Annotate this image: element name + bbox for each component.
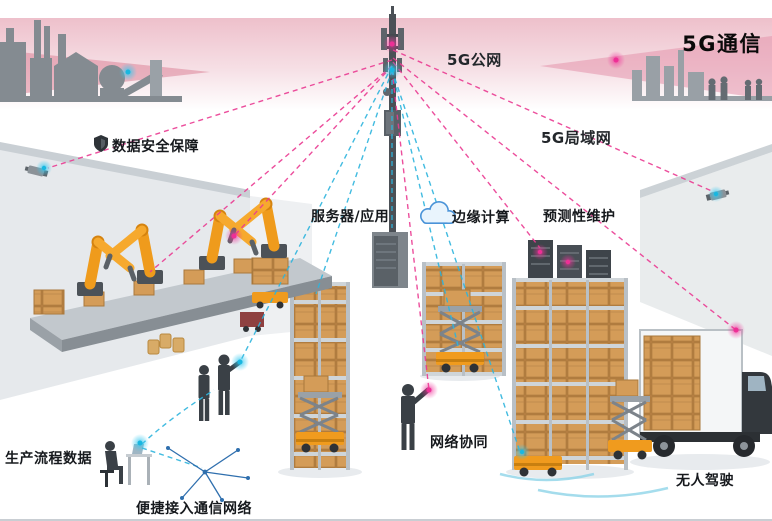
label-edge-computing: 边缘计算 [452,210,510,226]
page-title: 5G通信 [682,32,762,56]
cloud-icon [420,201,456,224]
scissor-lift [608,379,652,460]
pallet-stack [251,257,289,285]
network-node-icon [166,446,250,502]
label-5g-local-network: 5G局域网 [541,129,612,147]
warehouse-shelf-right [512,278,628,470]
scissor-lift [436,289,484,373]
label-autonomous-driving: 无人驾驶 [676,473,734,489]
signal-dot-magenta [225,35,745,399]
worker-silhouette [198,365,210,421]
people-silhouettes-small [708,76,763,100]
network-links [47,49,737,469]
label-predictive-maintenance: 预测性维护 [543,209,616,225]
kegs [147,333,185,355]
label-data-security: 数据安全保障 [112,139,199,155]
motion-paths [499,472,669,498]
city-silhouette-right [632,50,772,101]
worker-silhouette [401,384,431,450]
production-line [30,197,332,355]
server-cabinet [372,232,408,288]
truck [639,329,772,457]
label-easy-network-access: 便捷接入通信网络 [136,501,252,517]
signal-dot-cyan [36,61,724,460]
scissor-lift [296,375,344,453]
office-worker [100,441,152,487]
label-network-collaboration: 网络协同 [430,435,488,451]
tool-cart [240,312,264,332]
small-agv [252,292,288,309]
factory-silhouette-left [0,20,182,102]
label-production-process-data: 生产流程数据 [5,451,92,467]
label-server-application: 服务器/应用 [311,209,390,225]
pallet-stack [33,289,65,315]
workers [198,354,431,450]
agv-robot [514,456,562,477]
label-5g-public-network: 5G公网 [447,51,502,69]
robot-arm [103,223,163,284]
shield-icon [94,135,108,152]
signal-dots [36,35,745,460]
